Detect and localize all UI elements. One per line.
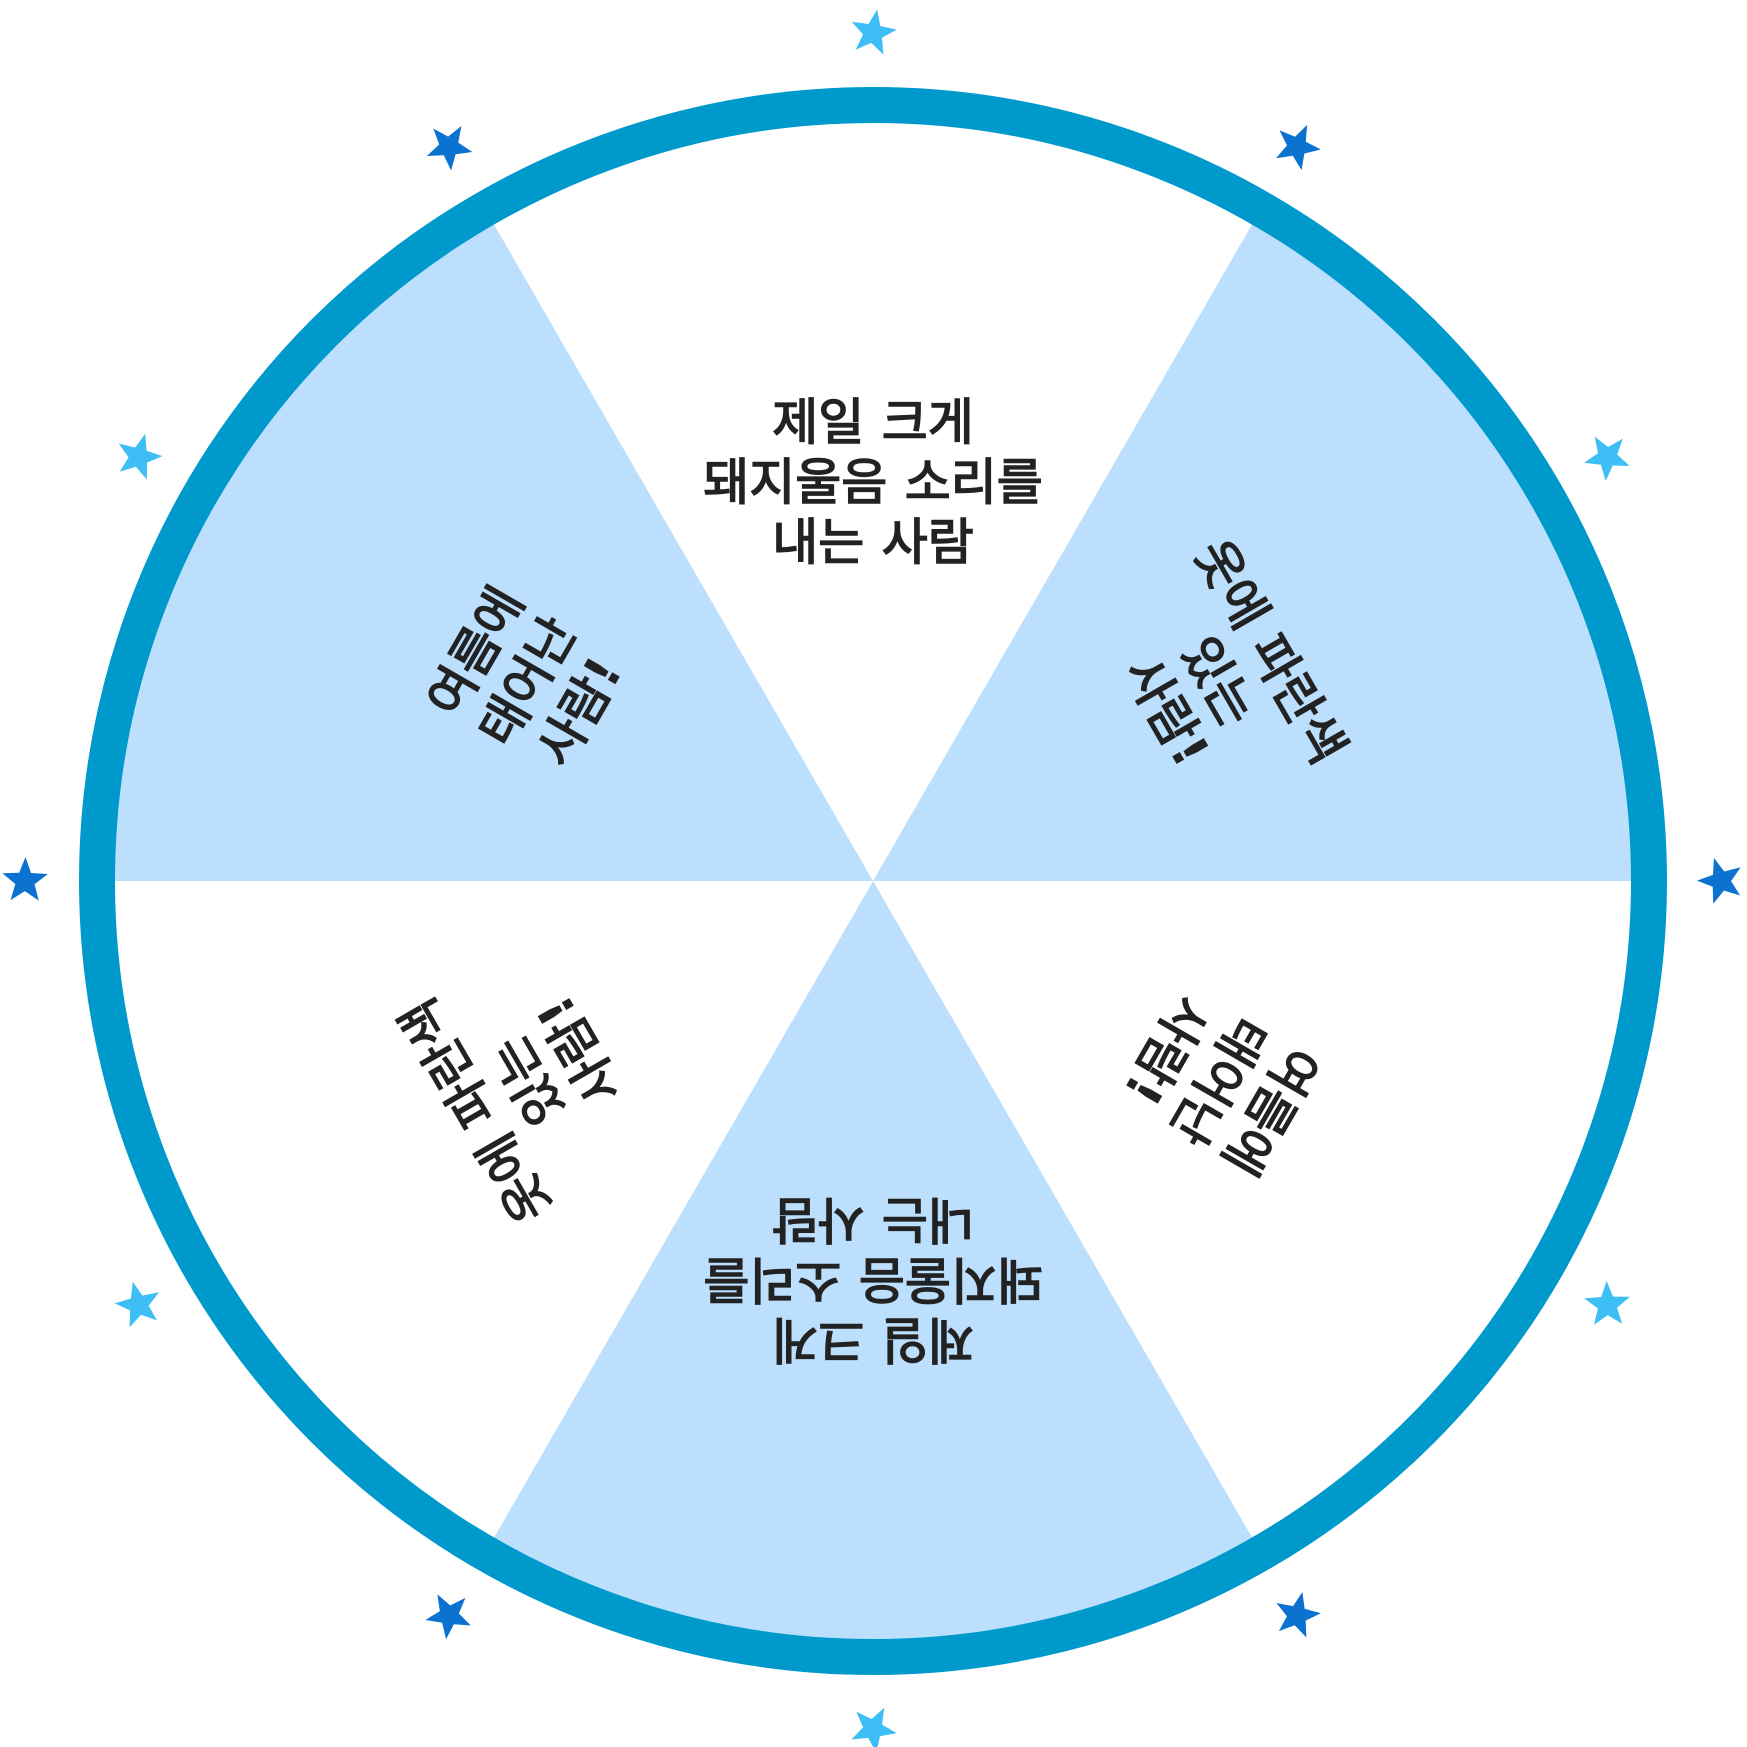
segment-label-line: 내는 사람: [772, 514, 973, 572]
star-icon: [1276, 124, 1321, 171]
star-icon: [118, 433, 163, 480]
segment-label-line: 돼지울음 소리를: [703, 454, 1042, 512]
star-icon: [851, 1707, 897, 1747]
segment-label-line: 제일 크게: [772, 394, 973, 452]
wheel-segment[interactable]: [485, 104, 1261, 882]
wheel-segments: [97, 104, 1649, 1658]
star-icon: [1584, 436, 1630, 481]
star-icon: [2, 857, 48, 901]
wheel-rim: [79, 87, 1667, 1675]
segment-label-line: 제일 크게: [772, 1311, 973, 1369]
star-icon: [425, 1594, 471, 1640]
star-icon: [114, 1281, 159, 1328]
star-decorations: [2, 9, 1741, 1747]
star-icon: [1276, 1592, 1321, 1638]
star-icon: [1697, 858, 1741, 904]
star-icon: [851, 9, 897, 55]
wheel-segment[interactable]: [485, 881, 1261, 1658]
segment-label-line: 돼지울음 소리를: [703, 1251, 1042, 1309]
segment-label-line: 내는 사람: [772, 1191, 973, 1249]
star-icon: [1584, 1281, 1630, 1325]
star-icon: [426, 126, 473, 171]
